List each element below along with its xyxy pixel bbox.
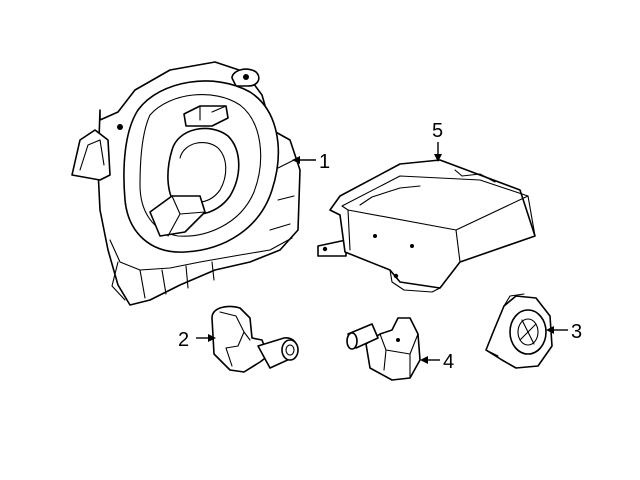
callout-label-3: 3 [571, 321, 582, 343]
callout-5: 5 [432, 120, 443, 162]
occupant-sensor-part[interactable] [485, 293, 553, 369]
callout-2: 2 [178, 329, 216, 351]
control-module-part[interactable] [317, 159, 536, 293]
impact-sensor-left-part[interactable] [211, 305, 299, 373]
callout-label-5: 5 [432, 120, 443, 142]
callout-label-1: 1 [319, 151, 330, 173]
clockspring-part[interactable] [71, 61, 301, 306]
callout-label-2: 2 [178, 329, 189, 351]
callout-1: 1 [292, 151, 330, 173]
callout-4: 4 [420, 351, 454, 373]
callout-3: 3 [546, 321, 582, 343]
callout-label-4: 4 [443, 351, 454, 373]
impact-sensor-right-part[interactable] [346, 317, 421, 381]
